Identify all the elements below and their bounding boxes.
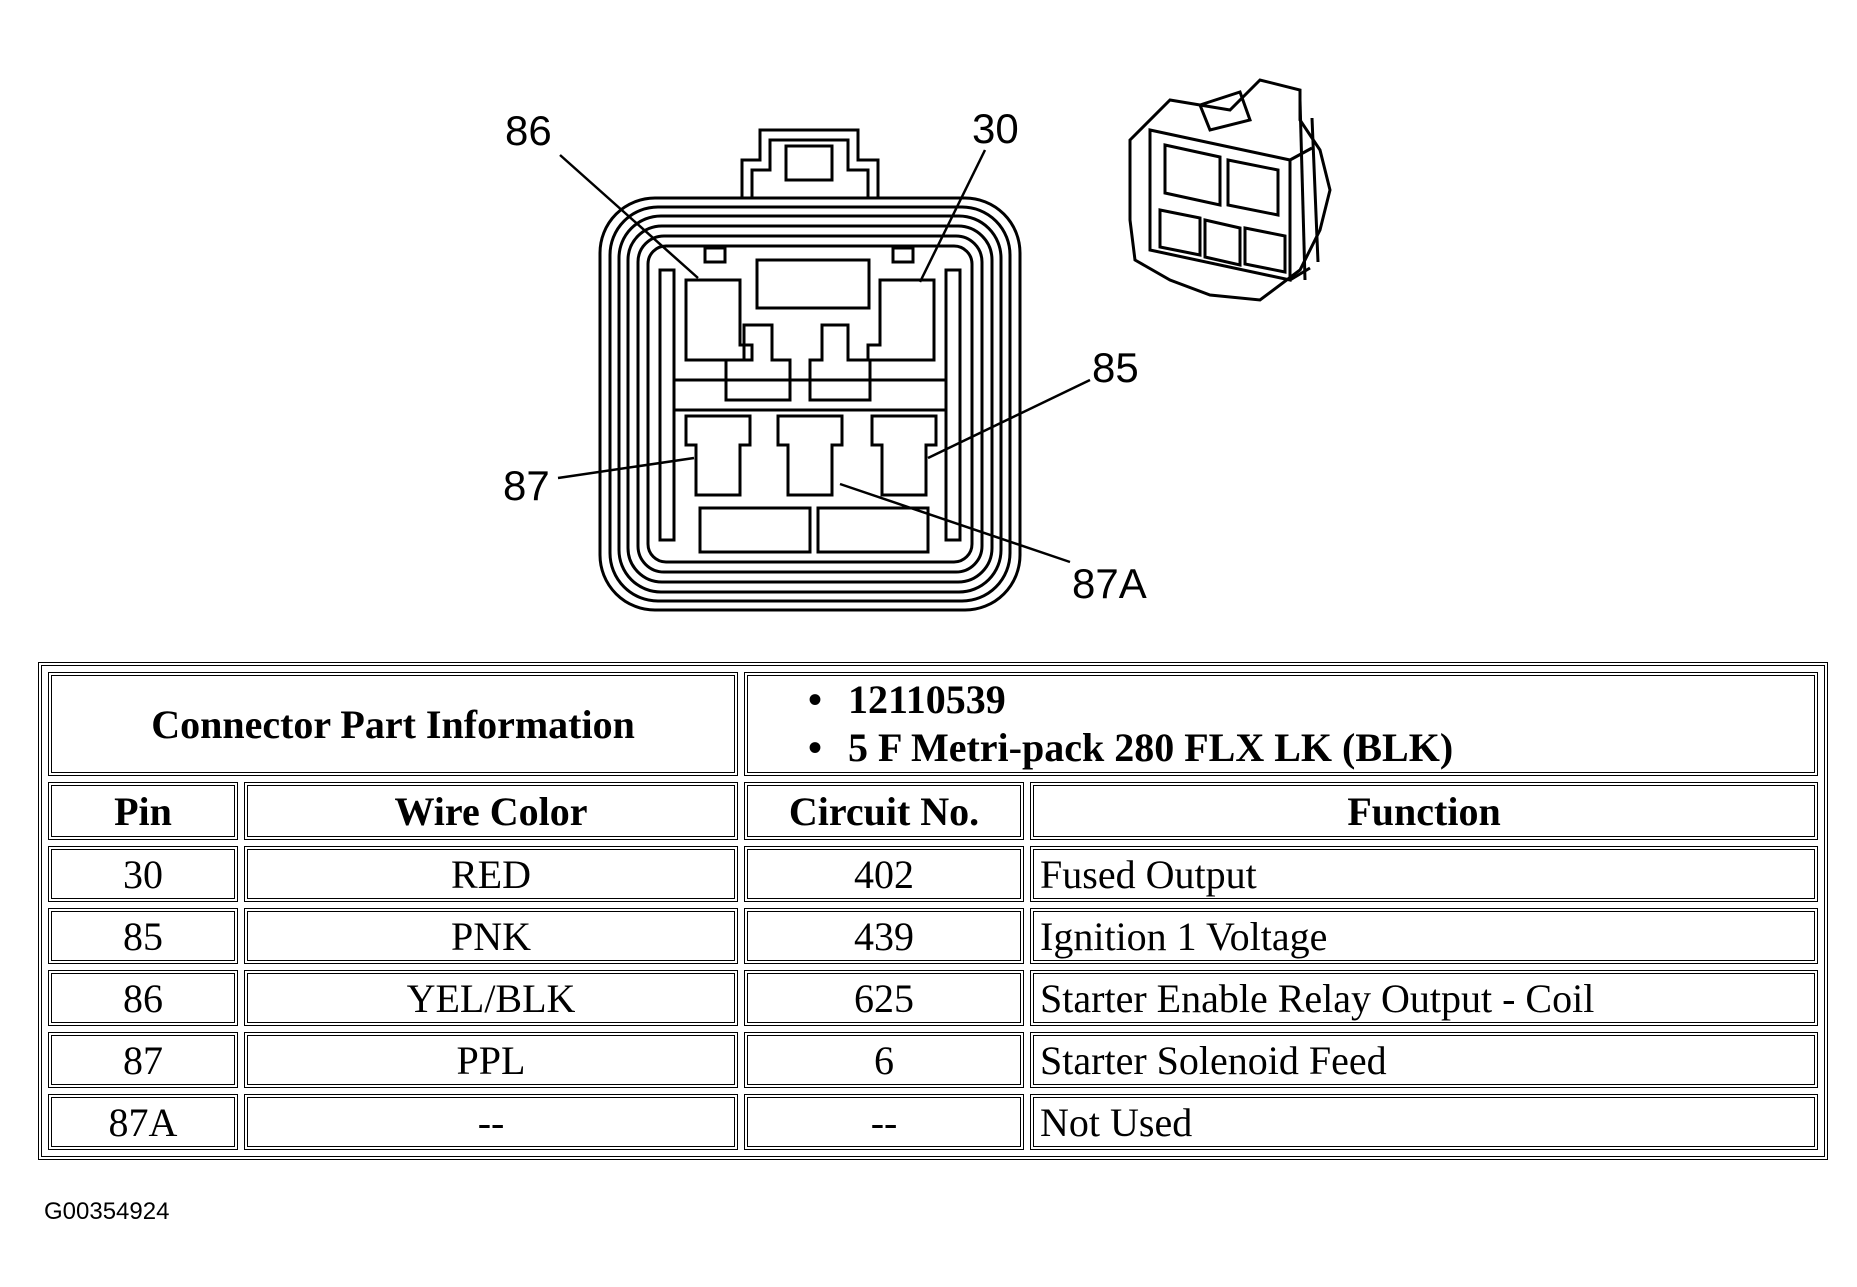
cell-function: Starter Solenoid Feed [1030, 1032, 1818, 1088]
cell-wire-color: -- [244, 1094, 739, 1150]
part-info-item: •12110539 [808, 677, 1006, 722]
cell-wire-color: PPL [244, 1032, 739, 1088]
bottom-slot-right [816, 506, 930, 554]
cavity-87a [776, 414, 844, 497]
cell-pin: 87A [48, 1094, 238, 1150]
cell-function: Not Used [1030, 1094, 1818, 1150]
cell-wire-color: RED [244, 846, 739, 902]
leader-lines [557, 149, 1091, 564]
part-info-item: •5 F Metri-pack 280 FLX LK (BLK) [808, 725, 1454, 770]
cavity-87 [684, 414, 752, 497]
table-row: 86 YEL/BLK 625 Starter Enable Relay Outp… [48, 970, 1818, 1026]
figure-id: G00354924 [44, 1198, 170, 1225]
cell-pin: 87 [48, 1032, 238, 1088]
header-pin: Pin [48, 782, 238, 840]
header-function: Function [1030, 782, 1818, 840]
bottom-slot-left [698, 506, 812, 554]
table-row: 85 PNK 439 Ignition 1 Voltage [48, 908, 1818, 964]
part-info-label: Connector Part Information [48, 672, 739, 776]
pin-label-30: 30 [972, 105, 1019, 152]
header-circuit-no: Circuit No. [744, 782, 1025, 840]
pin-label-87a: 87A [1072, 560, 1147, 607]
cell-circuit: -- [744, 1094, 1025, 1150]
locking-tab [740, 128, 880, 198]
cell-function: Ignition 1 Voltage [1030, 908, 1818, 964]
pin-label-86: 86 [505, 107, 552, 154]
cell-function: Starter Enable Relay Output - Coil [1030, 970, 1818, 1026]
cavity-85 [870, 414, 938, 497]
cell-function: Fused Output [1030, 846, 1818, 902]
header-wire-color: Wire Color [244, 782, 739, 840]
table-row: 87A -- -- Not Used [48, 1094, 1818, 1150]
connector-face-outline [598, 196, 1022, 612]
table-row: 87 PPL 6 Starter Solenoid Feed [48, 1032, 1818, 1088]
cell-wire-color: YEL/BLK [244, 970, 739, 1026]
connector-pin-table: Connector Part Information •12110539 •5 … [38, 662, 1828, 1160]
cavity-86 [684, 278, 754, 362]
connector-isometric-view [1128, 78, 1332, 302]
cell-circuit: 625 [744, 970, 1025, 1026]
cell-circuit: 439 [744, 908, 1025, 964]
cell-circuit: 402 [744, 846, 1025, 902]
connector-diagram: 86 30 85 87 87A [503, 78, 1332, 612]
cell-circuit: 6 [744, 1032, 1025, 1088]
cell-pin: 30 [48, 846, 238, 902]
pin-label-85: 85 [1092, 344, 1139, 391]
center-divider [724, 323, 792, 402]
cell-wire-color: PNK [244, 908, 739, 964]
cell-pin: 85 [48, 908, 238, 964]
cavity-30 [866, 278, 936, 362]
part-info-values: •12110539 •5 F Metri-pack 280 FLX LK (BL… [744, 672, 1818, 776]
top-slot [755, 258, 871, 310]
table-row: 30 RED 402 Fused Output [48, 846, 1818, 902]
pin-label-87: 87 [503, 462, 550, 509]
cell-pin: 86 [48, 970, 238, 1026]
